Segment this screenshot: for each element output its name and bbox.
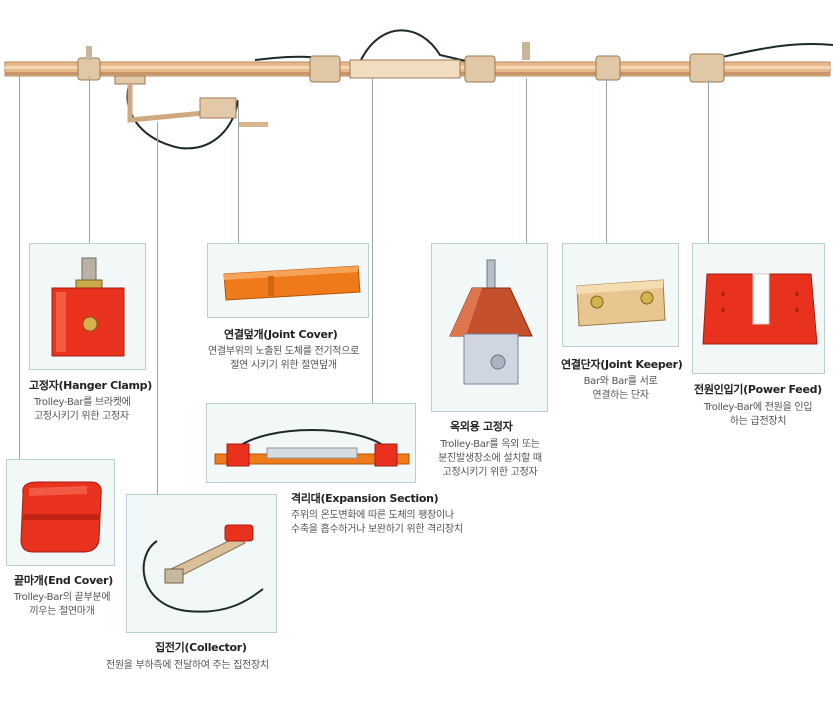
collector-box [126,494,277,633]
expansion-section-box [206,403,416,483]
hanger-clamp-title: 고정자(Hanger Clamp) [29,379,152,392]
hanger-clamp-desc: Trolley-Bar를 브라켓에 고정시키기 위한 고정자 [34,397,131,422]
leader-joint-keeper [606,78,607,243]
outdoor-clamp-box [431,243,548,412]
leader-expansion-section [372,78,373,403]
end-cover-box [6,459,115,566]
leader-hanger-clamp [89,76,90,243]
outdoor-clamp-title: 옥외용 고정자 [450,420,513,433]
collector-title: 집전기(Collector) [155,641,247,654]
power-feed-box [692,243,825,374]
power-feed-title: 전원인입기(Power Feed) [694,383,822,396]
collector-desc: 전원을 부하측에 전달하여 주는 집전장치 [106,660,269,671]
end-cover-desc: Trolley-Bar의 끝부분에 끼우는 절연마개 [13,592,111,617]
joint-keeper-desc: Bar와 Bar를 서로 연결하는 단자 [583,376,658,401]
joint-cover-title: 연결덮개(Joint Cover) [224,328,338,341]
hanger-clamp-box [29,243,146,370]
expansion-section-desc: 주위의 온도변화에 따른 도체의 팽창이나 수축을 흡수하거나 보완하기 위한 … [291,510,463,535]
collector-icon [142,524,264,613]
outdoor-clamp-desc: Trolley-Bar를 옥외 또는 분진발생장소에 설치할 때 고정시키기 위… [438,439,542,478]
joint-cover-box [207,243,369,318]
leader-power-feed [708,80,709,243]
joint-keeper-icon [576,279,666,327]
joint-cover-icon [223,265,361,301]
joint-keeper-title: 연결단자(Joint Keeper) [561,358,683,371]
leader-joint-cover [238,100,239,243]
joint-keeper-box [562,243,679,347]
joint-cover-desc: 연결부위의 노출된 도체를 전기적으로 절연 시키기 위한 절연덮개 [207,346,360,371]
leader-outdoor-clamp [526,78,527,243]
end-cover-icon [20,481,102,553]
power-feed-desc: Trolley-Bar에 전원을 인입 하는 급전장치 [703,402,813,427]
power-feed-icon [702,273,818,345]
trolley-bar-assembly [4,29,833,150]
hanger-clamp-icon [51,257,125,357]
expansion-section-title: 격리대(Expansion Section) [291,492,439,505]
expansion-section-icon [214,429,410,467]
leader-collector [157,122,158,494]
leader-end-cover [19,76,20,459]
outdoor-clamp-icon [449,259,533,385]
end-cover-title: 끝마개(End Cover) [14,574,113,587]
